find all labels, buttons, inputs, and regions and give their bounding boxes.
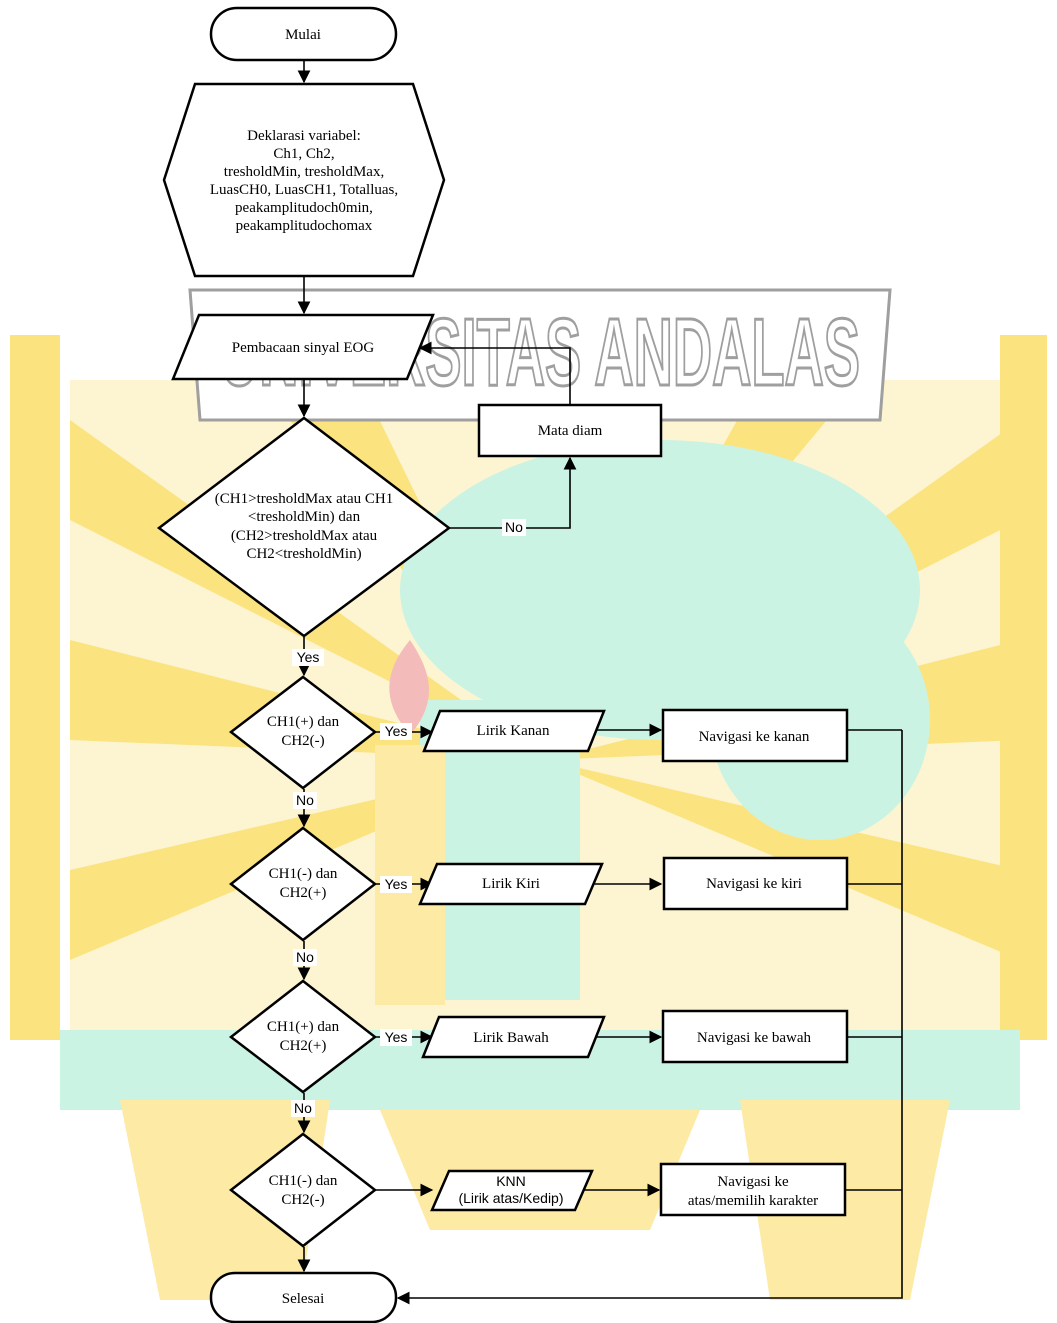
svg-text:(Lirik atas/Kedip): (Lirik atas/Kedip)	[458, 1190, 563, 1206]
declare-node: Deklarasi variabel: Ch1, Ch2, tresholdMi…	[162, 82, 446, 278]
label-c2-no: No	[296, 949, 314, 965]
nav-atas-node: Navigasi ke atas/memilih karakter	[659, 1162, 847, 1217]
svg-text:CH2(+): CH2(+)	[280, 1038, 327, 1054]
svg-text:Deklarasi variabel:: Deklarasi variabel:	[247, 128, 361, 144]
cond1-decision: CH1(+) dan CH2(-)	[228, 675, 378, 790]
svg-text:CH1(-) dan: CH1(-) dan	[269, 866, 338, 882]
svg-text:Navigasi ke kanan: Navigasi ke kanan	[699, 729, 810, 745]
label-c1-no: No	[296, 792, 314, 808]
label-c2-yes: Yes	[385, 876, 408, 892]
label-main-yes: Yes	[297, 649, 320, 665]
svg-text:LuasCH0, LuasCH1, Totalluas,: LuasCH0, LuasCH1, Totalluas,	[210, 182, 398, 198]
svg-text:(CH1>tresholdMax atau CH1: (CH1>tresholdMax atau CH1	[215, 491, 393, 507]
cond4-decision: CH1(-) dan CH2(-)	[228, 1132, 378, 1248]
svg-text:peakamplitudoch0min,: peakamplitudoch0min,	[235, 200, 373, 216]
edge-merge-end	[396, 730, 903, 1305]
svg-text:Selesai: Selesai	[282, 1291, 325, 1307]
svg-text:CH1(+) dan: CH1(+) dan	[267, 1019, 340, 1035]
svg-text:CH2(-): CH2(-)	[281, 1192, 324, 1208]
cond2-decision: CH1(-) dan CH2(+)	[228, 826, 378, 942]
svg-text:Mulai: Mulai	[285, 27, 321, 43]
end-node: Selesai	[209, 1271, 398, 1323]
svg-text:Ch1, Ch2,: Ch1, Ch2,	[273, 146, 334, 162]
svg-text:tresholdMin, tresholdMax,: tresholdMin, tresholdMax,	[224, 164, 384, 180]
svg-text:Mata diam: Mata diam	[538, 423, 603, 439]
svg-text:Navigasi ke bawah: Navigasi ke bawah	[697, 1030, 812, 1046]
lirik-kiri-node: Lirik Kiri	[418, 862, 604, 906]
edge-labels: No Yes Yes No Yes No Yes No	[291, 519, 526, 1117]
nav-kanan-node: Navigasi ke kanan	[661, 708, 849, 763]
label-c3-no: No	[294, 1100, 312, 1116]
nav-bawah-node: Navigasi ke bawah	[661, 1009, 849, 1064]
svg-text:Lirik Bawah: Lirik Bawah	[473, 1030, 549, 1046]
svg-text:atas/memilih karakter: atas/memilih karakter	[688, 1193, 818, 1209]
edge-idle-read	[418, 341, 571, 405]
main-check-decision: (CH1>tresholdMax atau CH1 <tresholdMin) …	[156, 416, 452, 638]
svg-text:KNN: KNN	[496, 1173, 526, 1189]
idle-node: Mata diam	[477, 403, 663, 458]
svg-text:Pembacaan sinyal EOG: Pembacaan sinyal EOG	[232, 340, 375, 356]
svg-text:CH1(-) dan: CH1(-) dan	[269, 1173, 338, 1189]
cond3-decision: CH1(+) dan CH2(+)	[228, 979, 378, 1094]
label-c3-yes: Yes	[385, 1029, 408, 1045]
label-main-no: No	[505, 519, 523, 535]
label-c1-yes: Yes	[385, 723, 408, 739]
start-node: Mulai	[209, 6, 398, 62]
svg-text:Lirik Kiri: Lirik Kiri	[482, 876, 540, 892]
knn-node: KNN (Lirik atas/Kedip)	[430, 1169, 594, 1212]
svg-text:CH2<tresholdMin): CH2<tresholdMin)	[246, 546, 361, 562]
svg-text:CH2(-): CH2(-)	[281, 733, 324, 749]
svg-text:<tresholdMin) dan: <tresholdMin) dan	[248, 509, 361, 525]
svg-text:CH2(+): CH2(+)	[280, 885, 327, 901]
read-signal-node: Pembacaan sinyal EOG	[171, 313, 435, 381]
svg-text:peakamplitudochomax: peakamplitudochomax	[236, 218, 373, 234]
edge-check-no-idle	[449, 456, 577, 529]
lirik-bawah-node: Lirik Bawah	[421, 1015, 606, 1059]
svg-text:Navigasi ke: Navigasi ke	[717, 1174, 789, 1190]
svg-text:Lirik Kanan: Lirik Kanan	[477, 723, 550, 739]
svg-text:(CH2>tresholdMax atau: (CH2>tresholdMax atau	[231, 528, 378, 544]
svg-text:CH1(+) dan: CH1(+) dan	[267, 714, 340, 730]
nav-kiri-node: Navigasi ke kiri	[662, 856, 849, 911]
lirik-kanan-node: Lirik Kanan	[422, 709, 606, 753]
svg-text:Navigasi ke kiri: Navigasi ke kiri	[706, 876, 802, 892]
